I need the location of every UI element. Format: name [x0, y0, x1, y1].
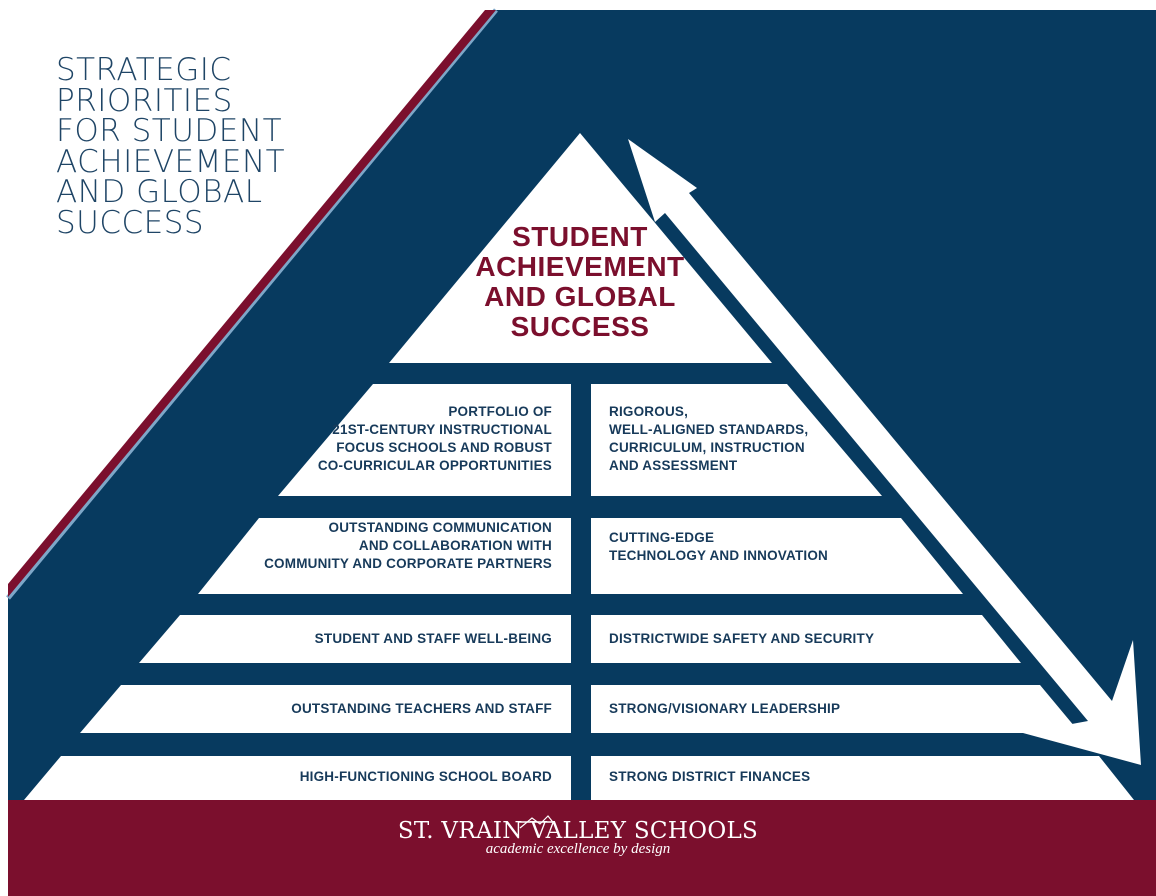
tier-text-line: CUTTING-EDGE [609, 530, 715, 545]
logo-tagline: academic excellence by design [485, 841, 671, 857]
title-line: STRATEGIC [56, 52, 232, 88]
tier-text-line: STUDENT AND STAFF WELL-BEING [314, 631, 552, 646]
tier-text-line: STRONG DISTRICT FINANCES [609, 769, 811, 784]
tier-text-line: CO-CURRICULAR OPPORTUNITIES [317, 458, 552, 473]
tier-text-line: HIGH-FUNCTIONING SCHOOL BOARD [299, 769, 552, 784]
apex-triangle [389, 133, 772, 363]
title-line: PRIORITIES [56, 82, 233, 119]
tier-text-line: RIGOROUS, [609, 404, 689, 419]
apex-line: STUDENT [512, 221, 648, 252]
tier-text-line: TECHNOLOGY AND INNOVATION [609, 548, 829, 563]
tier-text-line: DISTRICTWIDE SAFETY AND SECURITY [609, 631, 875, 646]
light-blue-edge [6, 8, 498, 600]
tier-1-right-text: RIGOROUS, WELL-ALIGNED STANDARDS, CURRIC… [609, 403, 808, 475]
title-line: FOR STUDENT [56, 113, 283, 149]
tier-3-right-text: DISTRICTWIDE SAFETY AND SECURITY [609, 630, 874, 648]
title-line: SUCCESS [56, 204, 205, 241]
tier-text-line: WELL-ALIGNED STANDARDS, [609, 422, 809, 437]
tier-5-left-text: HIGH-FUNCTIONING SCHOOL BOARD [300, 768, 552, 786]
tier-text-line: AND ASSESSMENT [609, 458, 738, 473]
tier-text-line: OUTSTANDING COMMUNICATION [328, 520, 552, 535]
tier-text-line: FOCUS SCHOOLS AND ROBUST [336, 440, 552, 455]
tier-2-left-block [198, 518, 571, 594]
tier-4-left-block [80, 685, 571, 733]
tier-5-right-text: STRONG DISTRICT FINANCES [609, 768, 810, 786]
title-line: ACHIEVEMENT [56, 143, 286, 180]
apex-line: SUCCESS [510, 311, 650, 342]
tier-text-line: COMMUNITY AND CORPORATE PARTNERS [264, 556, 552, 571]
title-line: AND GLOBAL [56, 174, 263, 210]
tier-2-right-text: CUTTING-EDGE TECHNOLOGY AND INNOVATION [609, 529, 828, 565]
tier-text-line: CURRICULUM, INSTRUCTION [609, 440, 805, 455]
tier-3-left-block [139, 615, 571, 663]
tier-text-line: 21ST-CENTURY INSTRUCTIONAL [332, 422, 552, 437]
tier-4-right-block [591, 685, 1080, 733]
tier-1-left-text: PORTFOLIO OF 21ST-CENTURY INSTRUCTIONAL … [318, 403, 552, 475]
logo-name: ST. VRAIN VALLEY SCHOOLS [397, 818, 759, 844]
tier-text-line: STRONG/VISIONARY LEADERSHIP [609, 701, 841, 716]
apex-line: AND GLOBAL [484, 281, 676, 312]
apex-text: STUDENT ACHIEVEMENT AND GLOBAL SUCCESS [455, 222, 705, 342]
tier-text-line: OUTSTANDING TEACHERS AND STAFF [291, 701, 552, 716]
tier-2-right-block [591, 518, 963, 594]
tier-3-left-text: STUDENT AND STAFF WELL-BEING [315, 630, 552, 648]
tier-5-right-block [591, 756, 1134, 800]
district-logo: ST. VRAIN VALLEY SCHOOLS academic excell… [0, 818, 1156, 858]
tier-5-left-block [24, 756, 571, 800]
tier-text-line: AND COLLABORATION WITH [358, 538, 552, 553]
tier-4-left-text: OUTSTANDING TEACHERS AND STAFF [291, 700, 552, 718]
logo-mountain-peak [519, 815, 557, 829]
tier-2-left-text: OUTSTANDING COMMUNICATION AND COLLABORAT… [264, 519, 552, 573]
diagonal-arrow [628, 139, 1141, 765]
tier-text-line: PORTFOLIO OF [448, 404, 552, 419]
tier-4-right-text: STRONG/VISIONARY LEADERSHIP [609, 700, 840, 718]
tier-1-right-block [591, 384, 882, 496]
tier-1-left-block [278, 384, 571, 496]
footer-band [8, 800, 1156, 896]
title-block: STRATEGIC PRIORITIES FOR STUDENT ACHIEVE… [56, 55, 376, 238]
maroon-diagonal-band [8, 10, 496, 597]
navy-background [8, 10, 1156, 800]
tier-3-right-block [591, 615, 1021, 663]
apex-line: ACHIEVEMENT [475, 251, 685, 282]
